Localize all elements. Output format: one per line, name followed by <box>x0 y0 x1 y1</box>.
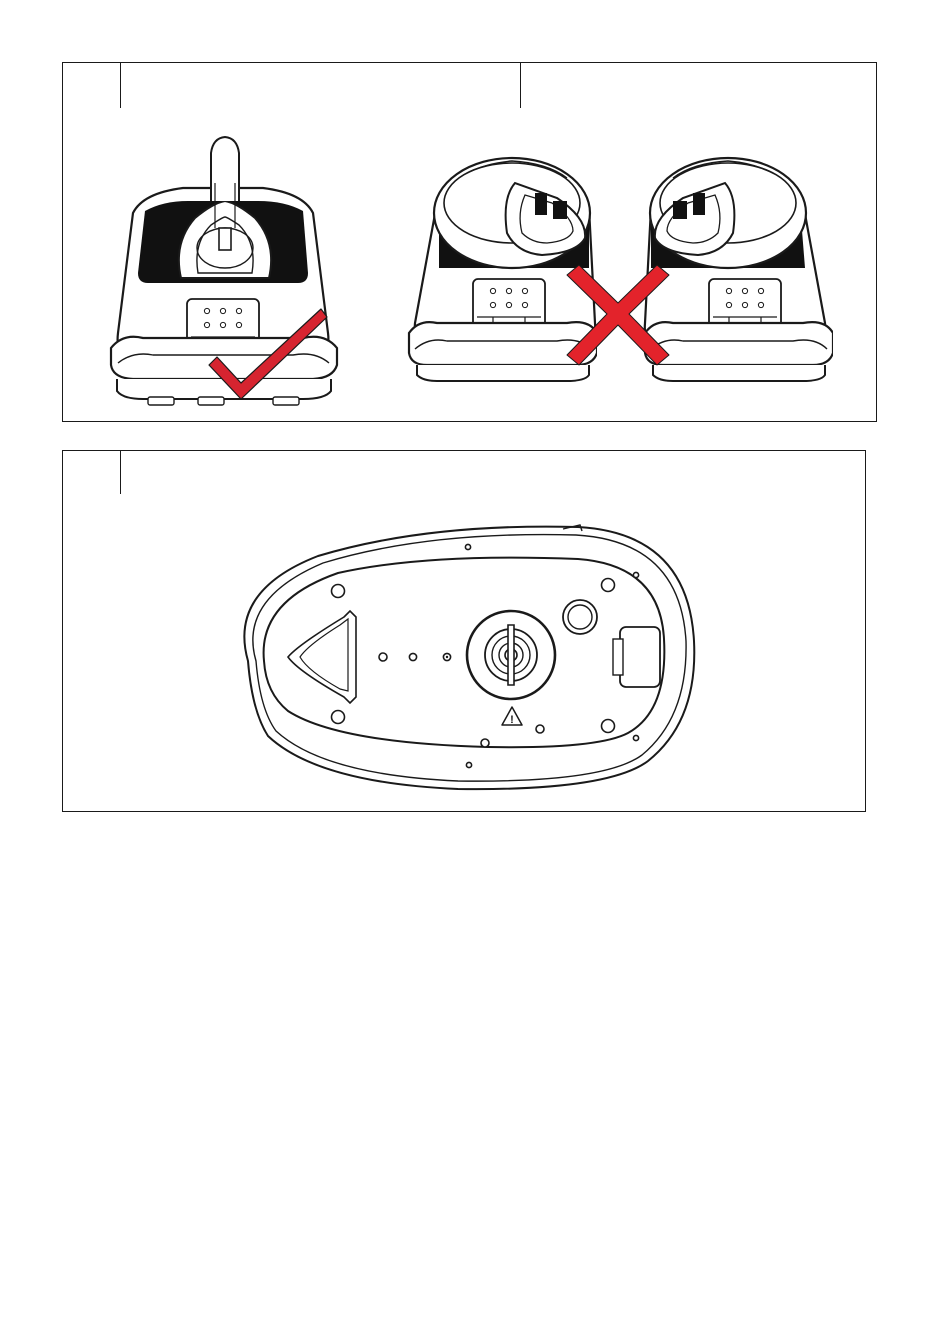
figure-panel-2: ! <box>62 450 866 812</box>
step-marker-line <box>520 63 521 108</box>
step-marker-line <box>120 63 121 108</box>
step-marker-line <box>120 451 121 494</box>
base-underside-illustration: ! <box>228 521 708 796</box>
check-mark-icon <box>203 303 333 403</box>
figure-panel-1: − + − + <box>62 62 877 422</box>
warning-glyph: ! <box>510 714 514 726</box>
cross-mark-icon <box>561 261 675 369</box>
